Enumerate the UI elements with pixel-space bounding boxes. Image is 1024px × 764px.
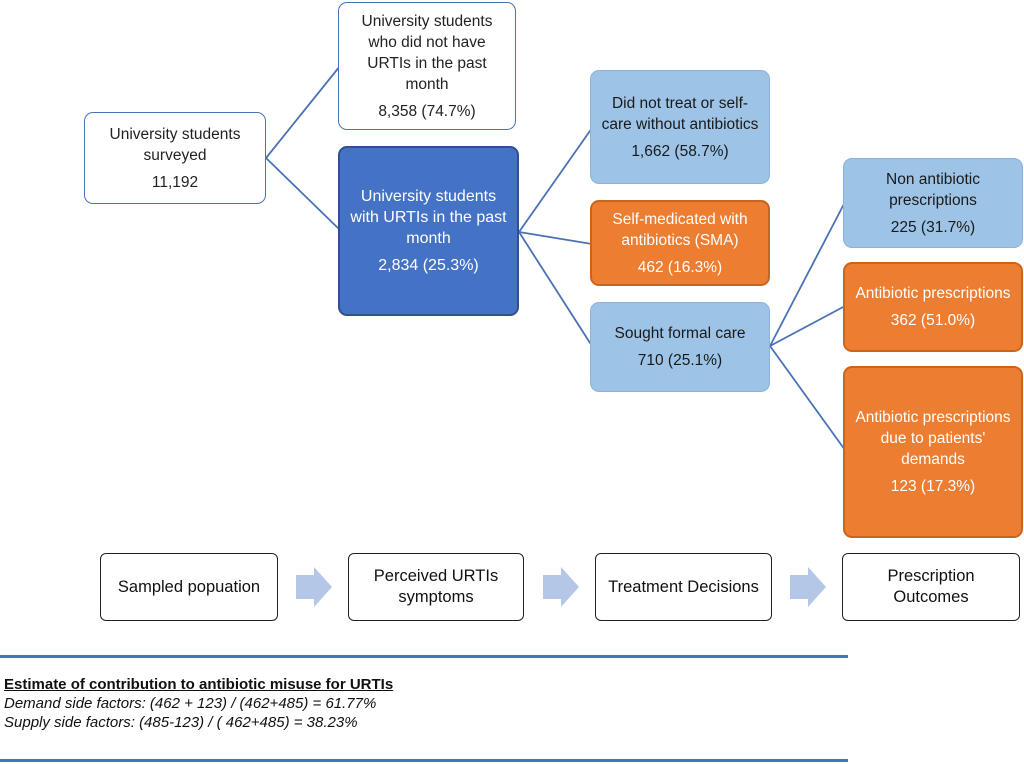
node-count: 1,662 (58.7%) [631, 142, 729, 160]
connector-surveyed-no-urti [265, 65, 341, 159]
node-label: Antibiotic prescriptions due to patients… [855, 409, 1011, 468]
stage-perceived-symptoms: Perceived URTIs symptoms [348, 553, 524, 621]
node-antibiotic-demand: Antibiotic prescriptions due to patients… [843, 366, 1023, 538]
top-divider [0, 655, 848, 658]
bottom-divider [0, 759, 848, 762]
stage-arrow-1 [296, 567, 332, 607]
node-antibiotic: Antibiotic prescriptions 362 (51.0%) [843, 262, 1023, 352]
node-count: 710 (25.1%) [637, 352, 723, 369]
stage-treatment-decisions: Treatment Decisions [595, 553, 772, 621]
connector-formal-antibiotic [769, 305, 846, 347]
connector-surveyed-with-urti [265, 157, 341, 231]
node-label: Self-medicated with antibiotics (SMA) [612, 210, 748, 249]
node-count: 462 (16.3%) [637, 258, 723, 276]
supply-side-factors: Supply side factors: (485-123) / ( 462+4… [4, 714, 358, 731]
estimate-heading: Estimate of contribution to antibiotic m… [4, 676, 394, 693]
estimate-block: Estimate of contribution to antibiotic m… [4, 675, 393, 732]
node-count: 8,358 (74.7%) [378, 102, 476, 120]
node-count: 11,192 [151, 173, 199, 191]
node-label: Did not treat or self-care without antib… [601, 94, 759, 133]
node-students-surveyed: University students surveyed 11,192 [84, 112, 266, 204]
connector-urti-sma [518, 231, 593, 245]
node-students-with-urti: University students with URTIs in the pa… [338, 146, 519, 316]
node-formal-care: Sought formal care 710 (25.1%) [590, 302, 770, 392]
connector-urti-formal [518, 231, 593, 347]
node-self-medicated: Self-medicated with antibiotics (SMA) 46… [590, 200, 770, 286]
node-label: Antibiotic prescriptions [855, 285, 1011, 302]
node-non-antibiotic: Non antibiotic prescriptions 225 (31.7%) [843, 158, 1023, 248]
node-students-no-urti: University students who did not have URT… [338, 2, 516, 130]
node-label: Sought formal care [614, 325, 746, 342]
node-label: University students who did not have URT… [361, 12, 493, 93]
stage-prescription-outcomes: Prescription Outcomes [842, 553, 1020, 621]
node-label: University students with URTIs in the pa… [350, 188, 507, 247]
node-label: University students surveyed [109, 125, 241, 164]
demand-side-factors: Demand side factors: (462 + 123) / (462+… [4, 695, 377, 712]
node-count: 225 (31.7%) [890, 218, 976, 236]
connector-urti-no-treat [518, 127, 593, 233]
stage-sampled-population: Sampled popuation [100, 553, 278, 621]
node-count: 2,834 (25.3%) [378, 257, 479, 274]
stage-arrow-2 [543, 567, 579, 607]
node-no-treat: Did not treat or self-care without antib… [590, 70, 770, 184]
node-count: 123 (17.3%) [890, 478, 976, 495]
node-label: Non antibiotic prescriptions [886, 170, 980, 209]
stage-arrow-3 [790, 567, 826, 607]
node-count: 362 (51.0%) [890, 312, 976, 329]
connector-formal-non-antibiotic [769, 201, 846, 347]
connector-formal-demand [769, 345, 846, 451]
